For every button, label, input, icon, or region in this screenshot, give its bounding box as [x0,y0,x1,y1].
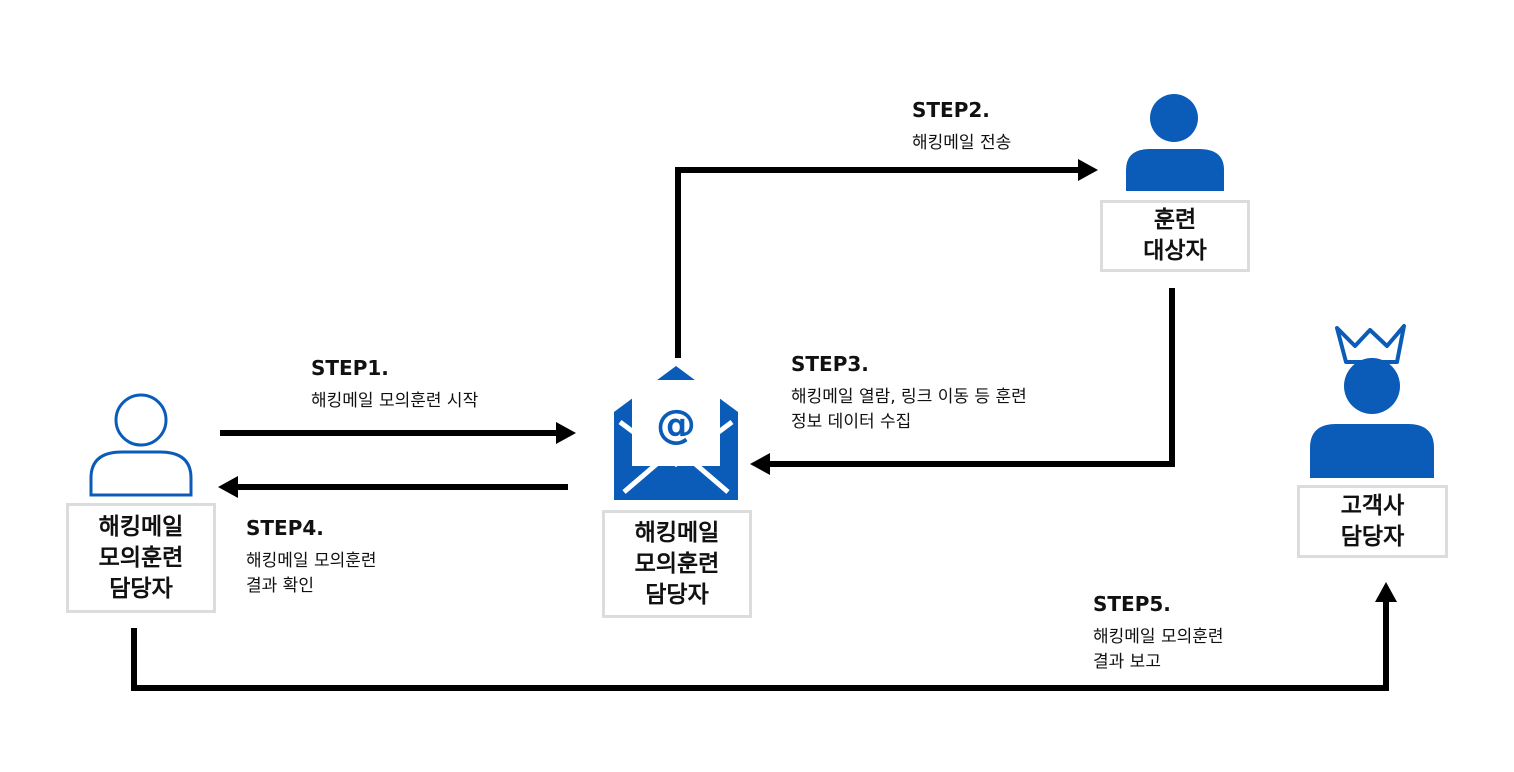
step1-arrow [220,422,576,444]
step3-desc-line-2: 정보 데이터 수집 [791,412,912,432]
step2-label: STEP2. 해킹메일 전송 [912,97,1011,156]
step3-arrow [750,288,1175,475]
user-outline-icon [89,393,193,497]
step2-arrow [675,159,1098,358]
step2-title: STEP2. [912,98,990,122]
mail-label-line-3: 담당자 [645,581,709,608]
step1-desc-line-1: 해킹메일 모의훈련 시작 [311,391,479,411]
target-label-box: 훈련 대상자 [1100,200,1250,272]
mail-label-box: 해킹메일 모의훈련 담당자 [602,510,752,618]
step3-title: STEP3. [791,352,869,376]
client-label-line-2: 담당자 [1340,523,1405,550]
operator-label-line-3: 담당자 [109,575,173,602]
step3-desc-line-1: 해킹메일 열람, 링크 이동 등 훈련 [791,387,1027,407]
step1-title: STEP1. [311,356,389,380]
target-label-line-1: 훈련 [1153,207,1197,233]
client-label-line-1: 고객사 [1340,492,1405,519]
step4-label: STEP4. 해킹메일 모의훈련 결과 확인 [246,515,377,599]
operator-label-line-1: 해킹메일 [98,513,184,540]
target-label-line-2: 대상자 [1143,238,1207,264]
step4-arrow [218,476,568,498]
step1-label: STEP1. 해킹메일 모의훈련 시작 [311,355,478,414]
user-crown-icon [1310,324,1434,478]
mail-label-line-1: 해킹메일 [634,519,720,546]
step4-title: STEP4. [246,516,324,540]
mail-label-line-2: 모의훈련 [634,550,720,577]
arrows [131,159,1397,691]
step5-desc-line-2: 결과 보고 [1093,652,1161,672]
step5-desc-line-1: 해킹메일 모의훈련 [1093,627,1224,647]
step4-desc-line-2: 결과 확인 [246,576,314,596]
step3-label: STEP3. 해킹메일 열람, 링크 이동 등 훈련 정보 데이터 수집 [791,351,1027,435]
user-solid-icon [1126,94,1224,191]
svg-text:@: @ [656,402,696,448]
open-envelope-at-icon: @ [614,366,738,500]
operator-label-line-2: 모의훈련 [98,544,184,571]
step5-title: STEP5. [1093,592,1171,616]
step2-desc-line-1: 해킹메일 전송 [912,133,1012,153]
operator-label-box: 해킹메일 모의훈련 담당자 [66,503,216,613]
client-label-box: 고객사 담당자 [1297,485,1448,558]
step4-desc-line-1: 해킹메일 모의훈련 [246,551,377,571]
step5-arrow [131,582,1397,691]
step5-label: STEP5. 해킹메일 모의훈련 결과 보고 [1093,591,1224,675]
